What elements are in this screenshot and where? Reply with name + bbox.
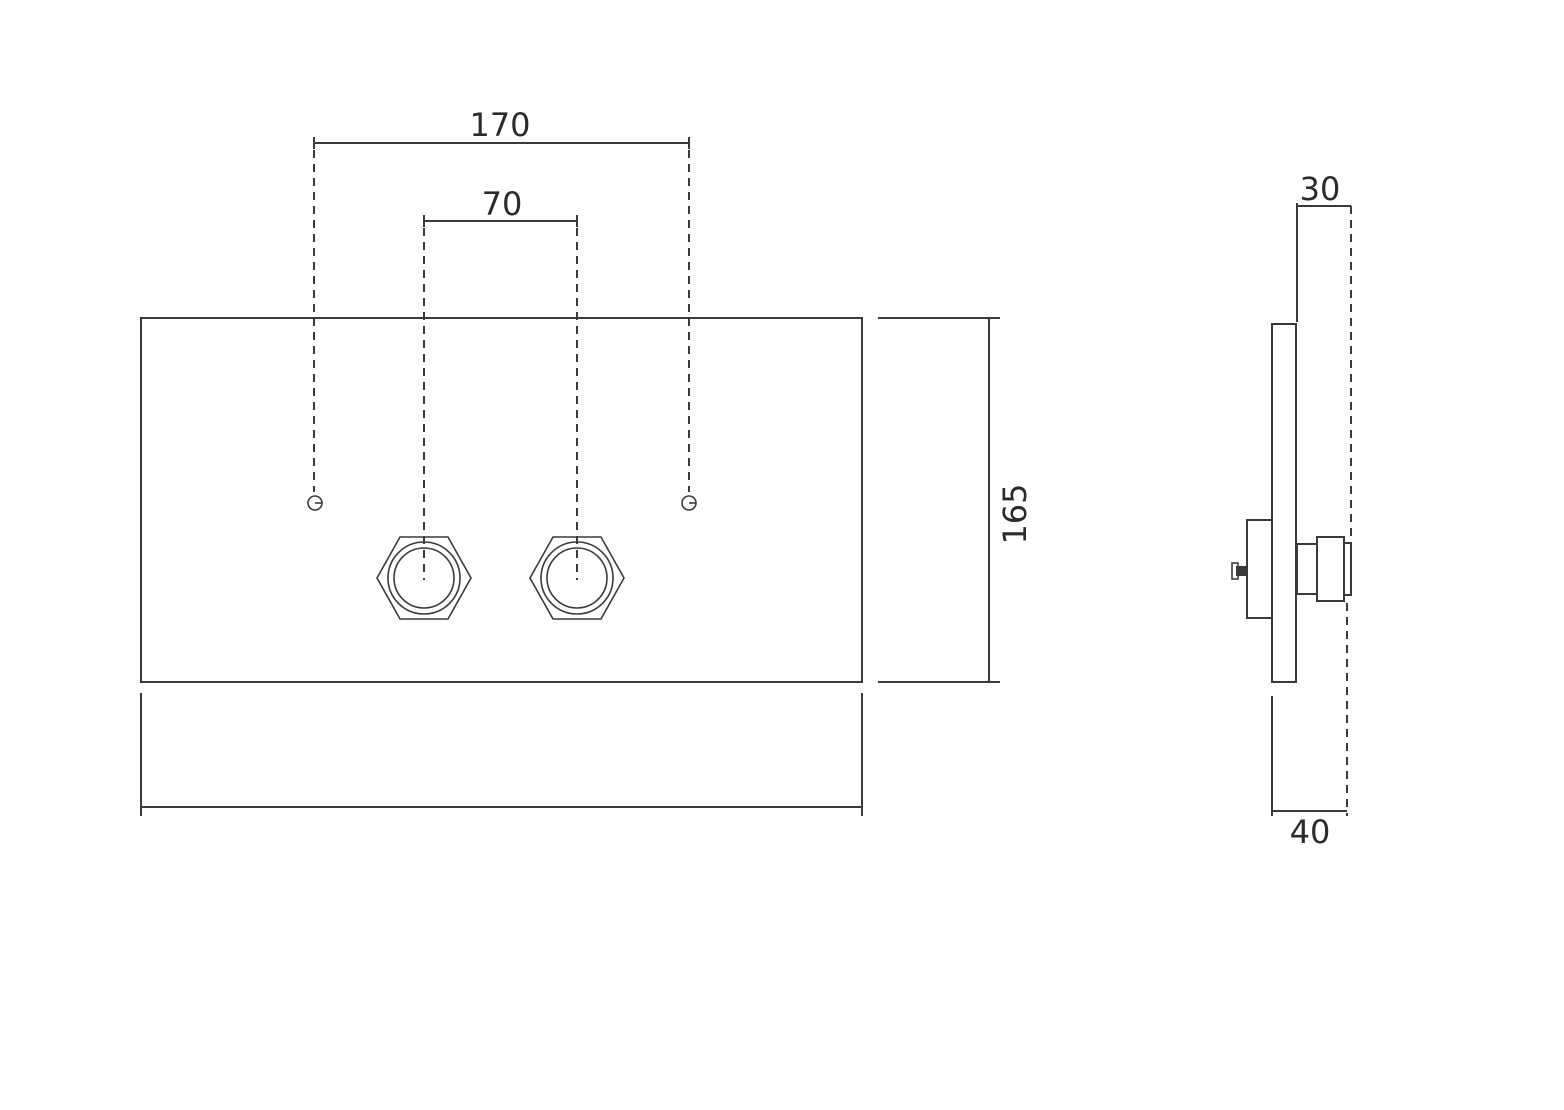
dimension-label-40: 40: [1290, 813, 1331, 851]
dimension-label-165: 165: [996, 483, 1034, 544]
fixing-hole-left: [307, 495, 323, 511]
side-button: [1296, 536, 1352, 602]
rear-nub: [1231, 562, 1247, 580]
fixing-hole-right: [681, 495, 697, 511]
dimension-30: 30: [1296, 170, 1352, 540]
side-plate: [1271, 323, 1297, 683]
dimension-label-30: 30: [1300, 170, 1341, 208]
flush-button-left: [376, 536, 472, 620]
dimension-40: 40: [1271, 603, 1348, 851]
side-view: 30 40: [1231, 170, 1352, 851]
flush-button-right: [529, 536, 625, 620]
dimension-70: 70: [423, 185, 578, 580]
dimension-label-70: 70: [482, 185, 523, 223]
rear-block: [1246, 519, 1273, 619]
dimension-170: 170: [313, 106, 690, 492]
dimension-width: [140, 693, 863, 816]
front-plate: [140, 317, 863, 683]
dimension-165: 165: [878, 317, 1034, 683]
front-view: 170 70: [140, 106, 1034, 816]
dimension-label-170: 170: [469, 106, 530, 144]
